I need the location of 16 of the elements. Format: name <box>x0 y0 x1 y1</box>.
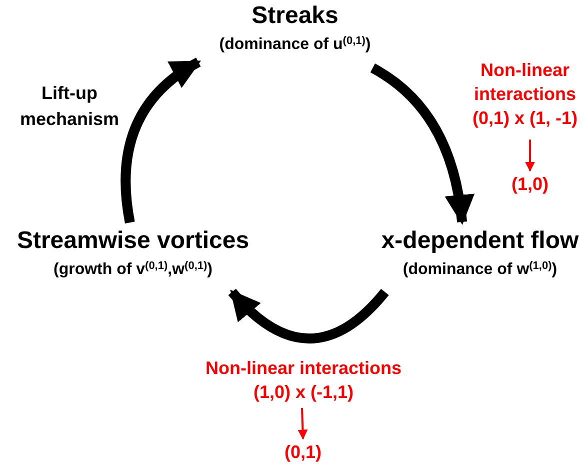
annotation-text: (1,0) <box>511 173 548 196</box>
arrow <box>120 58 201 224</box>
node-title: Streaks <box>252 1 338 31</box>
arrow <box>298 408 308 440</box>
arrow <box>370 64 474 225</box>
annotation-text: Non-linear interactions (1,0) x (-1,1) <box>204 357 403 404</box>
annotation-text: (0,1) <box>284 441 322 464</box>
node-subtitle: (dominance of w$^{(1,0)}$) <box>402 258 558 280</box>
node-title: x-dependent flow <box>381 226 579 256</box>
node-subtitle: (dominance of u$^{(0,1)}$) <box>219 34 371 55</box>
node-subtitle: (growth of v$^{(0,1)}$,w$^{(0,1)}$) <box>53 258 212 280</box>
annotation-text: Non-linear interactions (0,1) x (1, -1) <box>471 59 579 130</box>
node-title: Streamwise vortices <box>16 226 250 256</box>
arrow <box>525 140 535 172</box>
mechanism-label: Lift-up mechanism <box>18 82 120 131</box>
arrow <box>228 288 389 344</box>
